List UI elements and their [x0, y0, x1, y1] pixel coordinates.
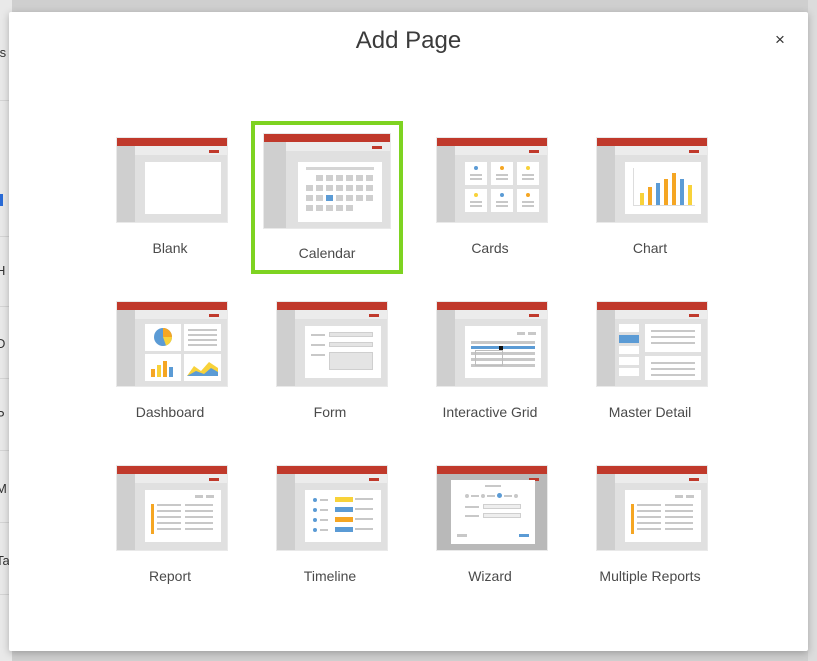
- calendar-cell: [336, 175, 343, 181]
- calendar-cell: [356, 205, 363, 211]
- chart-thumbnail-bar: [656, 183, 660, 205]
- cards-thumbnail: [436, 137, 548, 223]
- tile-label: Chart: [632, 240, 668, 256]
- calendar-cell: [306, 205, 313, 211]
- calendar-cell: [316, 175, 323, 181]
- page-type-calendar[interactable]: Calendar: [251, 121, 403, 274]
- calendar-cell: [306, 175, 313, 181]
- card-placeholder: [491, 189, 513, 212]
- tile-label: Cards: [471, 240, 509, 256]
- timeline-thumbnail: [276, 465, 388, 551]
- calendar-cell: [346, 195, 353, 201]
- dialog-title: Add Page: [355, 27, 462, 54]
- card-placeholder: [517, 162, 539, 185]
- page-type-timeline[interactable]: Timeline: [255, 450, 405, 600]
- close-icon[interactable]: ×: [775, 30, 785, 49]
- background-divider: [0, 594, 12, 595]
- background-row-text: P: [0, 408, 5, 423]
- background-divider: [0, 450, 12, 451]
- calendar-cell: [316, 195, 323, 201]
- background-divider: [0, 378, 12, 379]
- calendar-cell: [366, 175, 373, 181]
- background-selection-marker: [0, 194, 3, 206]
- calendar-cell: [316, 205, 323, 211]
- page-type-chart[interactable]: Chart: [575, 122, 725, 272]
- card-placeholder: [517, 189, 539, 212]
- calendar-cell: [356, 195, 363, 201]
- page-type-master-detail[interactable]: Master Detail: [575, 286, 725, 436]
- calendar-cell: [316, 185, 323, 191]
- calendar-cell: [326, 175, 333, 181]
- dashboard-thumbnail: [116, 301, 228, 387]
- calendar-cell: [326, 185, 333, 191]
- background-row-text: Ta: [0, 553, 10, 568]
- chart-thumbnail-bar: [672, 173, 676, 205]
- tile-label: Timeline: [303, 568, 357, 584]
- form-thumbnail: [276, 301, 388, 387]
- tile-label: Calendar: [298, 245, 356, 261]
- background-row-text: ts: [0, 45, 7, 60]
- tile-label: Dashboard: [135, 404, 205, 420]
- calendar-cell: [346, 205, 353, 211]
- report-thumbnail: [116, 465, 228, 551]
- background-right-edge: [808, 0, 817, 661]
- calendar-thumbnail: [263, 133, 391, 229]
- background-divider: [0, 522, 12, 523]
- calendar-cell: [366, 185, 373, 191]
- calendar-cell: [356, 175, 363, 181]
- chart-thumbnail-bar: [688, 185, 692, 205]
- calendar-cell: [336, 195, 343, 201]
- page-type-report[interactable]: Report: [95, 450, 245, 600]
- calendar-cell: [346, 185, 353, 191]
- calendar-cell: [366, 205, 373, 211]
- page-type-dashboard[interactable]: Dashboard: [95, 286, 245, 436]
- calendar-cell: [336, 205, 343, 211]
- chart-thumbnail-bar: [664, 179, 668, 205]
- page-type-cards[interactable]: Cards: [415, 122, 565, 272]
- tile-label: Multiple Reports: [599, 568, 701, 584]
- calendar-cell: [306, 195, 313, 201]
- tile-label: Master Detail: [608, 404, 692, 420]
- tile-label: Report: [148, 568, 192, 584]
- blank-thumbnail: [116, 137, 228, 223]
- card-placeholder: [465, 162, 487, 185]
- chart-thumbnail-bar: [640, 193, 644, 205]
- background-divider: [0, 100, 12, 101]
- chart-thumbnail-bar: [680, 179, 684, 205]
- multiple-reports-thumbnail: [596, 465, 708, 551]
- chart-thumbnail-bar: [648, 187, 652, 205]
- tile-label: Interactive Grid: [442, 404, 538, 420]
- calendar-cell: [366, 195, 373, 201]
- calendar-cell: [336, 185, 343, 191]
- interactive-grid-thumbnail: [436, 301, 548, 387]
- background-divider: [0, 236, 12, 237]
- wizard-thumbnail: [436, 465, 548, 551]
- calendar-cell: [326, 205, 333, 211]
- background-divider: [0, 306, 12, 307]
- page-type-interactive-grid[interactable]: Interactive Grid: [415, 286, 565, 436]
- page-type-blank[interactable]: Blank: [95, 122, 245, 272]
- calendar-cell: [346, 175, 353, 181]
- calendar-cell: [356, 185, 363, 191]
- card-placeholder: [465, 189, 487, 212]
- card-placeholder: [491, 162, 513, 185]
- page-type-multiple-reports[interactable]: Multiple Reports: [575, 450, 725, 600]
- background-row-text: D: [0, 336, 6, 351]
- tile-label: Wizard: [468, 568, 512, 584]
- background-row-text: M: [0, 481, 7, 496]
- calendar-cell: [306, 185, 313, 191]
- calendar-cell: [326, 195, 333, 201]
- background-row-text: H: [0, 263, 6, 278]
- chart-thumbnail: [596, 137, 708, 223]
- page-type-form[interactable]: Form: [255, 286, 405, 436]
- tile-label: Form: [313, 404, 347, 420]
- add-page-dialog: Add Page × Blank Calendar Cards: [9, 12, 808, 651]
- tile-label: Blank: [152, 240, 188, 256]
- master-detail-thumbnail: [596, 301, 708, 387]
- page-type-wizard[interactable]: Wizard: [415, 450, 565, 600]
